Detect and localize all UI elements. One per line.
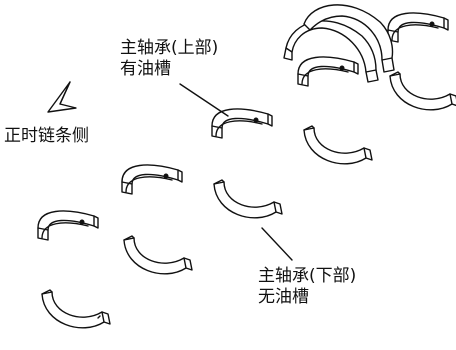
lower-shell-3 — [213, 179, 283, 219]
lower-shell-4 — [303, 125, 373, 165]
leader-line-lower — [261, 227, 293, 261]
lower-shell-5 — [389, 71, 456, 111]
upper-shell-3 — [211, 108, 273, 139]
lower-bearing-label-line1: 主轴承(下部) — [258, 266, 357, 286]
upper-shell-5 — [387, 12, 449, 43]
upper-shell-1 — [37, 210, 99, 241]
upper-shell-4 — [297, 56, 359, 87]
thrust-washer-1 — [283, 20, 379, 83]
leader-line-upper — [179, 83, 229, 117]
timing-chain-side-label: 正时链条侧 — [4, 126, 89, 146]
lower-bearing-label-line2: 无油槽 — [258, 287, 309, 307]
thrust-washer-2 — [303, 4, 395, 73]
direction-arrow-icon — [47, 81, 77, 113]
upper-bearing-label-line2: 有油槽 — [120, 59, 171, 79]
lower-shell-1 — [41, 289, 111, 329]
upper-bearing-label-line1: 主轴承(上部) — [120, 38, 219, 58]
lower-shell-2 — [123, 235, 193, 275]
upper-shell-2 — [121, 164, 183, 195]
